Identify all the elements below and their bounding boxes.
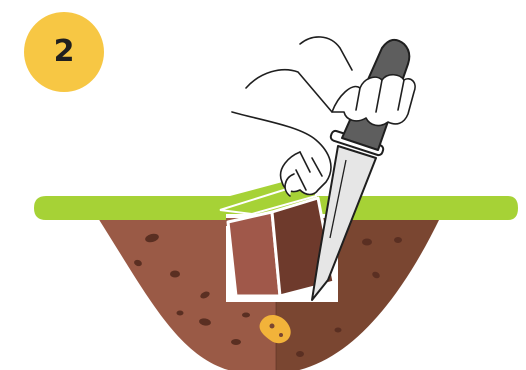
dig-step-illustration: 2 [0,0,526,370]
scene [0,0,526,370]
